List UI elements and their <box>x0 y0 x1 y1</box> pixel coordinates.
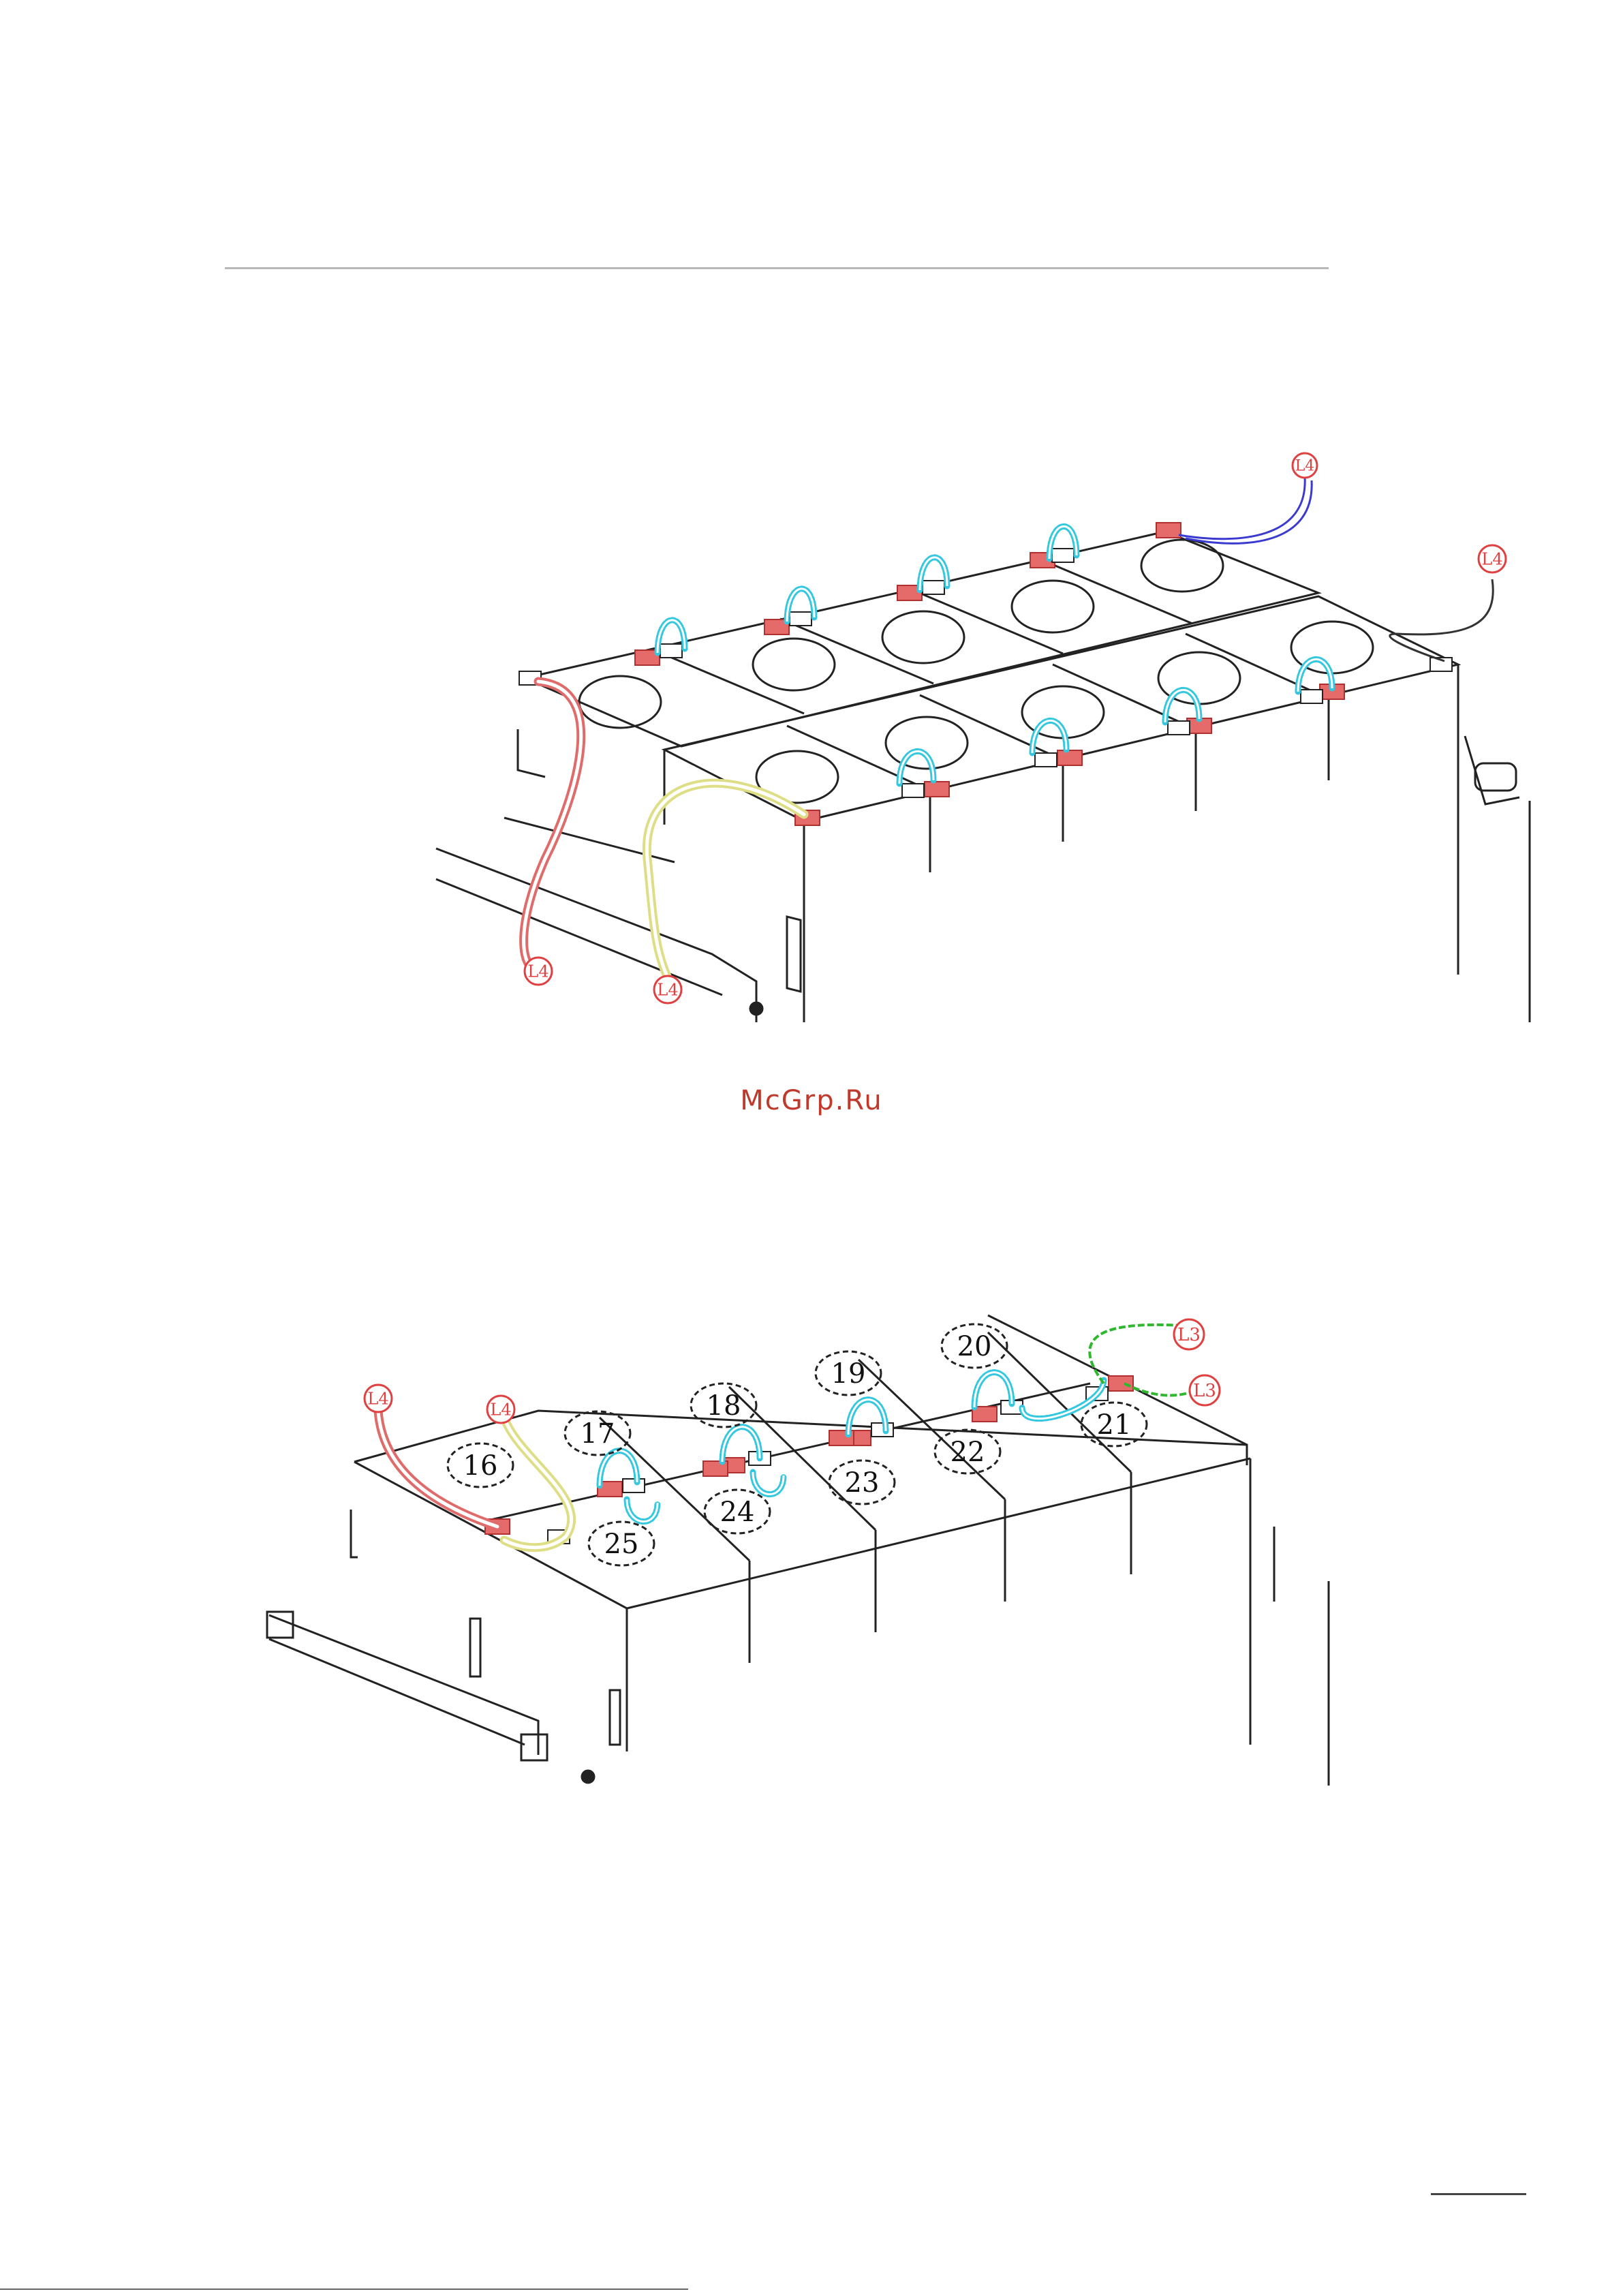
terminal-positive <box>925 782 949 797</box>
bracket-tab-right <box>521 1734 547 1760</box>
battery-number-23: 23 <box>845 1467 880 1499</box>
mounting-screw-b <box>581 1770 595 1784</box>
terminal-negative <box>1052 549 1074 562</box>
page-number-rule <box>1431 2193 1526 2195</box>
battery-number-19: 19 <box>831 1358 866 1390</box>
bracket-slot-b <box>470 1619 480 1677</box>
battery-number-17: 17 <box>581 1418 615 1450</box>
bracket-slot <box>787 917 801 992</box>
yellow-cable-l4-core <box>647 783 804 992</box>
battery-number-20: 20 <box>957 1331 992 1362</box>
bracket-stub-b <box>351 1510 358 1557</box>
terminal-negative <box>790 612 812 626</box>
terminal-negative <box>660 644 682 658</box>
terminal-positive <box>1156 523 1181 538</box>
terminal-negative <box>1035 753 1057 767</box>
callout-l4-black: L4 <box>1481 549 1502 568</box>
blue-cable-l4 <box>1179 477 1305 539</box>
latch-edge <box>1465 736 1519 804</box>
battery-number-18: 18 <box>707 1390 741 1422</box>
watermark: McGrp.Ru <box>0 1085 1623 1116</box>
black-cable-l4 <box>1390 579 1493 661</box>
battery-divider-back <box>910 589 1063 654</box>
mounting-rail-top-2 <box>436 879 722 995</box>
terminal-negative <box>871 1423 893 1437</box>
red-cable-l4-core <box>524 682 581 971</box>
callout-l3-green-2: L3 <box>1193 1381 1216 1401</box>
callout-l4-yellow-b: L4 <box>490 1400 511 1419</box>
callout-l4-yellow: L4 <box>657 980 678 999</box>
latch-handle <box>1475 763 1516 791</box>
yellow-cable-l4-b-core <box>504 1418 572 1548</box>
battery-number-21: 21 <box>1097 1409 1132 1441</box>
callout-l4-blue: L4 <box>1295 458 1315 475</box>
callout-l4-red: L4 <box>527 962 548 981</box>
terminal-positive <box>1109 1376 1133 1391</box>
red-cable-l4 <box>524 682 581 971</box>
terminal-positive <box>1057 750 1082 765</box>
callout-l4-red-b: L4 <box>367 1389 388 1408</box>
battery-number-22: 22 <box>950 1437 985 1468</box>
battery-divider-back <box>780 619 933 684</box>
green-cable-l3 <box>1089 1325 1182 1383</box>
mounting-screw <box>749 1002 763 1015</box>
bracket-slot-b2 <box>610 1690 620 1745</box>
battery-number-24: 24 <box>720 1497 755 1528</box>
mounting-rail-bottom-2 <box>269 1639 525 1745</box>
battery-number-16: 16 <box>463 1450 498 1482</box>
blue-cable-l4-b <box>1186 480 1312 543</box>
battery-vent-oval <box>882 611 964 663</box>
terminal-negative <box>1168 721 1190 735</box>
terminal-negative <box>623 1479 645 1493</box>
footer-rule <box>0 2289 688 2290</box>
callout-l3-green-1: L3 <box>1177 1325 1201 1345</box>
battery-vent-oval <box>753 639 835 690</box>
battery-divider-back <box>651 649 804 714</box>
terminal-negative <box>902 784 924 797</box>
yellow-cable-l4 <box>647 783 804 992</box>
battery-vent-oval <box>1012 581 1094 632</box>
battery-number-25: 25 <box>604 1529 639 1560</box>
bracket-stub <box>518 729 545 777</box>
terminal-negative <box>923 581 944 594</box>
battery-vent-oval <box>1141 540 1223 592</box>
terminal-negative <box>1301 690 1323 703</box>
mounting-rail-top <box>436 848 756 1022</box>
